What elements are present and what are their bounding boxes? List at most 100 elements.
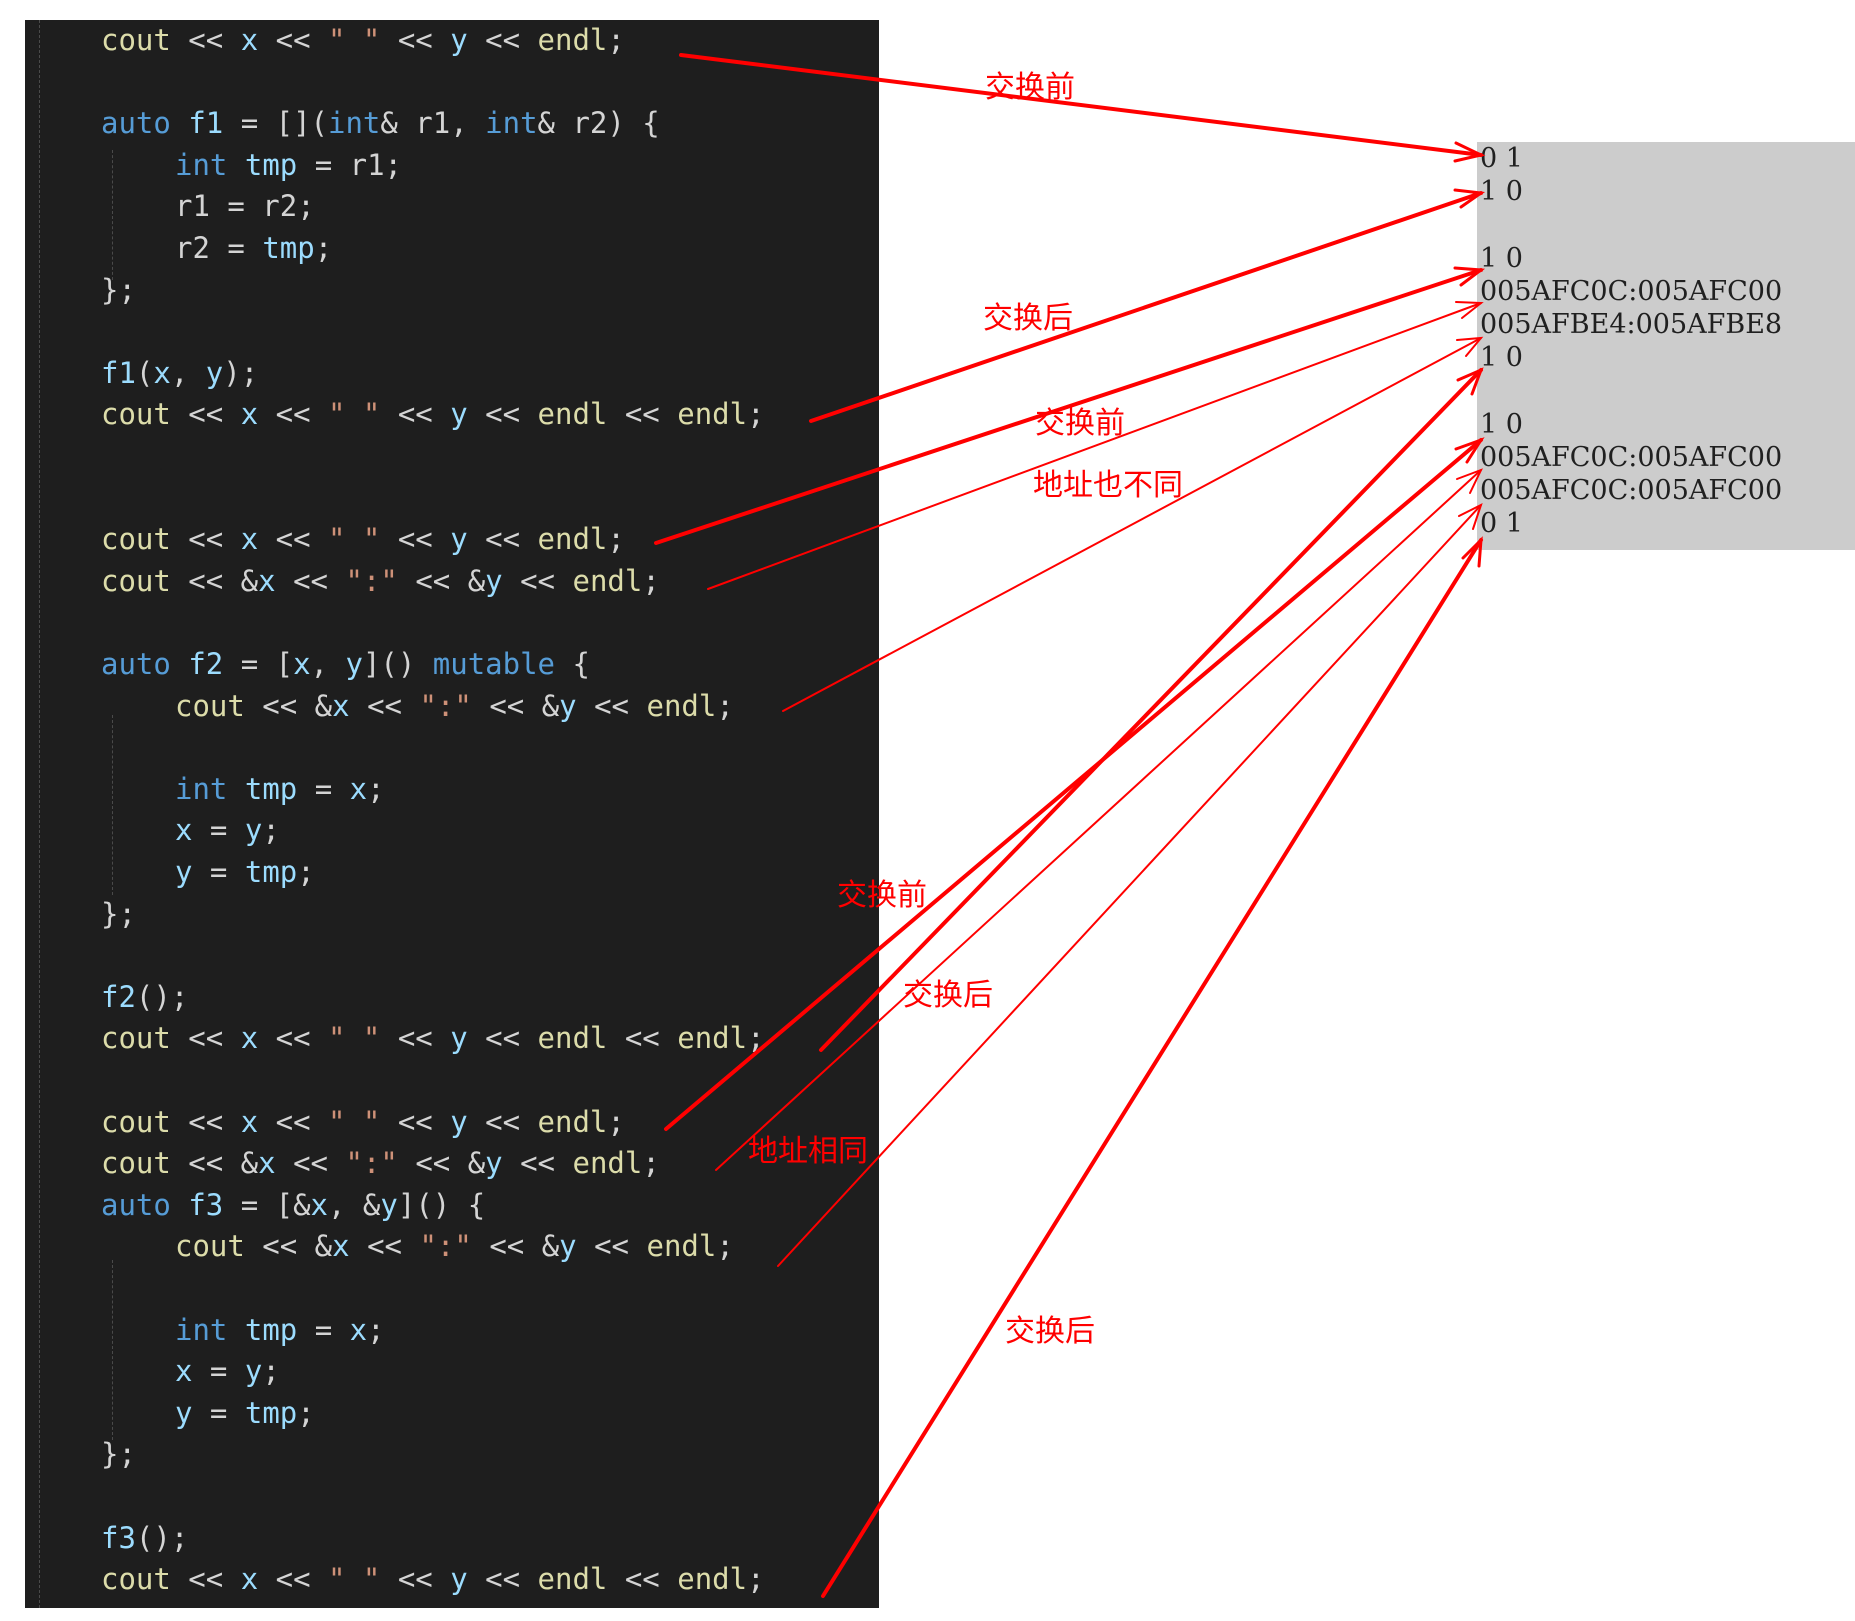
code-token: ;: [607, 23, 625, 57]
code-token: ;: [642, 563, 660, 598]
code-token: int: [485, 106, 538, 141]
code-token: <<: [258, 1562, 328, 1597]
code-token: endl: [537, 397, 608, 432]
code-token: endl: [537, 23, 608, 57]
code-token: <<: [349, 688, 420, 723]
code-token: <<: [502, 1146, 573, 1181]
arrow-line: [777, 504, 1482, 1267]
indent-guide: [112, 150, 113, 280]
code-token: endl: [537, 1104, 608, 1139]
console-line: 1 0: [1480, 242, 1523, 274]
code-token: <<: [380, 23, 451, 57]
arrow-line: [679, 53, 1483, 157]
code-token: f1: [101, 355, 136, 390]
code-token: y: [380, 1187, 398, 1222]
arrow-head: [1456, 336, 1484, 357]
code-token: tmp: [244, 147, 298, 182]
code-token: ();: [135, 979, 189, 1014]
code-line: };: [101, 272, 136, 308]
code-line: r2 = tmp;: [175, 230, 332, 266]
code-token: << &: [170, 1146, 259, 1181]
code-token: <<: [258, 23, 328, 57]
arrow-head: [1453, 266, 1486, 287]
code-token: <<: [349, 1229, 420, 1264]
code-token: (: [135, 355, 154, 390]
code-token: " ": [328, 522, 381, 557]
code-token: endl: [537, 522, 608, 557]
code-line: auto f2 = [x, y]() mutable {: [101, 646, 590, 682]
code-token: y: [175, 855, 193, 889]
annotation-label: 交换前: [985, 70, 1075, 105]
code-token: tmp: [244, 855, 298, 889]
code-token: " ": [328, 1021, 381, 1056]
code-token: f2: [101, 979, 136, 1014]
code-token: y: [485, 1146, 503, 1181]
code-token: int: [328, 106, 381, 141]
code-token: & r2) {: [537, 106, 660, 141]
code-token: r2 =: [175, 231, 263, 265]
code-token: tmp: [262, 231, 315, 265]
code-token: <<: [380, 1021, 451, 1056]
code-token: <<: [607, 1562, 678, 1597]
code-token: y: [205, 355, 224, 390]
code-line: cout << &x << ":" << &y << endl;: [175, 1228, 734, 1264]
code-token: <<: [275, 563, 346, 598]
arrow-head: [1458, 503, 1483, 530]
arrow-head: [1454, 437, 1485, 464]
code-token: <<: [258, 522, 328, 557]
code-token: endl: [677, 1021, 748, 1056]
code-token: << &: [397, 1146, 486, 1181]
annotation-label: 交换后: [983, 301, 1073, 336]
code-token: f3: [101, 1520, 136, 1555]
code-token: =: [297, 1312, 350, 1347]
code-line: int tmp = r1;: [175, 147, 402, 183]
console-line: 1 0: [1480, 176, 1523, 208]
code-token: y: [175, 1395, 193, 1430]
code-token: " ": [328, 1104, 381, 1139]
code-token: y: [450, 397, 468, 432]
code-token: y: [450, 1021, 468, 1056]
code-token: =: [192, 813, 245, 848]
code-token: <<: [467, 397, 538, 432]
code-token: << &: [471, 1229, 560, 1264]
code-token: cout: [101, 1146, 171, 1181]
code-token: cout: [175, 688, 245, 723]
console-line: 0 1: [1480, 508, 1523, 540]
code-token: cout: [175, 1229, 245, 1264]
code-line: f3();: [101, 1520, 188, 1556]
code-line: f1(x, y);: [101, 355, 258, 391]
code-token: = r1;: [297, 147, 403, 182]
code-token: y: [450, 23, 468, 57]
console-line: 0 1: [1480, 143, 1523, 174]
code-token: ;: [747, 397, 765, 432]
code-token: ,: [170, 355, 206, 390]
code-token: auto: [101, 106, 171, 141]
code-line: cout << &x << ":" << &y << endl;: [101, 1145, 660, 1181]
code-token: <<: [258, 1021, 328, 1056]
code-token: y: [559, 688, 577, 723]
arrow-line: [821, 538, 1483, 1598]
code-token: endl: [677, 397, 748, 432]
code-token: <<: [170, 23, 241, 57]
code-token: x: [349, 1312, 368, 1347]
code-token: ;: [747, 1562, 765, 1597]
code-token: f1: [188, 106, 224, 141]
code-token: x: [240, 1562, 259, 1597]
code-token: x: [175, 1354, 193, 1389]
code-line: cout << &x << ":" << &y << endl;: [101, 563, 660, 599]
code-token: x: [293, 647, 311, 681]
arrow-head: [1453, 141, 1486, 163]
code-token: y: [450, 1104, 468, 1139]
arrow-head: [1455, 301, 1484, 319]
annotation-label: 交换后: [1005, 1314, 1095, 1349]
code-token: ;: [716, 688, 734, 723]
code-token: cout: [101, 1021, 171, 1056]
code-token: auto: [101, 1187, 171, 1222]
code-token: ](): [362, 647, 433, 681]
code-token: x: [240, 1104, 259, 1139]
code-token: <<: [170, 1562, 241, 1597]
code-token: y: [559, 1229, 577, 1264]
code-token: =: [297, 771, 350, 806]
code-token: << &: [244, 688, 333, 723]
code-token: << &: [471, 688, 560, 723]
